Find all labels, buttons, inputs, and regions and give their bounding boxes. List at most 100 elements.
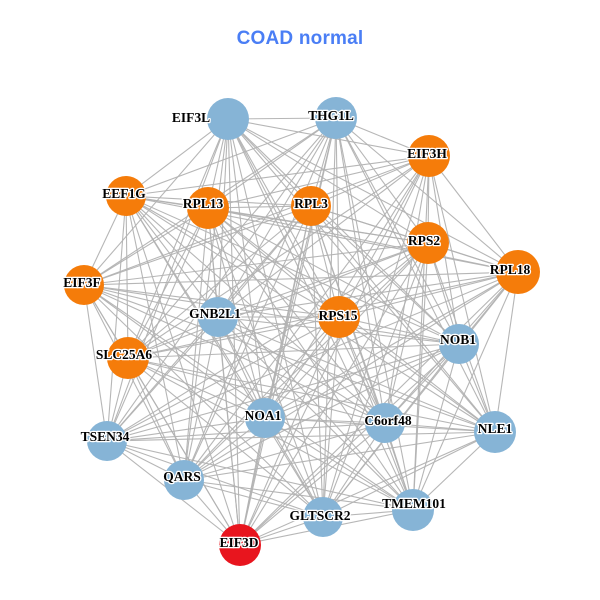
network-edge <box>338 271 519 318</box>
network-edge <box>335 117 386 424</box>
network-edge <box>83 284 219 318</box>
network-edge <box>183 343 460 481</box>
network-edge <box>125 195 496 433</box>
node-label-tsen34: TSEN34 <box>81 429 130 444</box>
network-edge <box>384 242 429 424</box>
network-node[interactable]: TMEM101 <box>381 489 447 531</box>
network-edge <box>217 316 241 546</box>
node-circle-qars[interactable] <box>164 460 204 500</box>
network-edge <box>207 207 519 273</box>
node-circle-noa1[interactable] <box>245 398 285 438</box>
network-edge <box>217 316 496 433</box>
network-edge <box>127 205 312 359</box>
node-circle-rpl13[interactable] <box>187 187 229 229</box>
node-circle-tsen34[interactable] <box>87 421 127 461</box>
network-node[interactable]: RPS2 <box>407 222 449 264</box>
node-label-gnb2l1: GNB2L1 <box>189 306 241 321</box>
network-node[interactable]: QARS <box>162 460 204 500</box>
network-edge <box>264 343 460 419</box>
network-edge <box>106 118 229 442</box>
network-edge <box>106 440 324 518</box>
network-edge <box>239 242 429 546</box>
node-circle-eef1g[interactable] <box>106 176 146 216</box>
network-edge <box>183 117 337 481</box>
network-edge <box>83 242 429 286</box>
network-edge <box>227 118 429 244</box>
network-node[interactable]: EEF1G <box>101 176 148 216</box>
network-edge <box>183 422 386 481</box>
network-edge <box>310 205 460 345</box>
node-circle-eif3l[interactable] <box>207 98 249 140</box>
node-circle-thg1l[interactable] <box>315 97 357 139</box>
page-title: COAD normal <box>236 28 364 49</box>
network-edge <box>207 207 386 424</box>
node-circle-eif3f[interactable] <box>64 265 104 305</box>
network-edge <box>384 155 430 424</box>
node-label-c6orf48: C6orf48 <box>364 413 411 428</box>
network-edge <box>127 357 496 433</box>
network-edge <box>83 284 496 433</box>
network-node[interactable]: EIF3H <box>406 135 450 177</box>
node-circle-eif3d[interactable] <box>219 524 261 566</box>
network-edge <box>239 431 496 546</box>
node-label-eif3d: EIF3D <box>219 535 258 550</box>
network-node[interactable]: GNB2L1 <box>188 297 242 337</box>
node-label-rpl18: RPL18 <box>490 262 531 277</box>
network-node[interactable]: RPL3 <box>291 186 331 226</box>
node-label-gltscr2: GLTSCR2 <box>289 508 350 523</box>
node-circle-gltscr2[interactable] <box>303 497 343 537</box>
node-label-eef1g: EEF1G <box>102 186 146 201</box>
network-edge <box>338 316 496 433</box>
network-node[interactable]: GLTSCR2 <box>288 497 352 537</box>
network-edge <box>217 242 429 318</box>
network-edge <box>106 343 460 442</box>
network-edge <box>227 118 241 546</box>
network-edge <box>83 205 312 286</box>
network-edge <box>183 431 496 481</box>
network-edge <box>335 117 460 345</box>
network-edge <box>83 284 266 419</box>
node-circle-eif3h[interactable] <box>408 135 450 177</box>
node-circle-rps15[interactable] <box>318 296 360 338</box>
node-label-rpl3: RPL3 <box>294 196 328 211</box>
node-label-rpl13: RPL13 <box>183 196 224 211</box>
network-edge <box>106 417 266 442</box>
network-node[interactable]: C6orf48 <box>363 403 413 443</box>
network-node[interactable]: TSEN34 <box>79 421 131 461</box>
network-edge <box>183 479 414 511</box>
network-edge <box>125 118 229 197</box>
node-circle-c6orf48[interactable] <box>365 403 405 443</box>
network-edge <box>183 118 229 481</box>
network-node[interactable]: SLC25A6 <box>95 337 154 379</box>
network-edge <box>310 155 430 207</box>
network-edge <box>207 207 324 518</box>
node-circle-tmem101[interactable] <box>392 489 434 531</box>
network-edge <box>125 155 430 197</box>
network-node[interactable]: EIF3F <box>62 265 104 305</box>
network-edge <box>106 431 496 442</box>
network-node[interactable]: NOA1 <box>243 398 285 438</box>
network-edge <box>239 155 430 546</box>
node-layer: EIF3L THG1L EIF3H EEF1G RPL13 RPL3RPS2RPL18EI… <box>62 97 540 566</box>
node-circle-nob1[interactable] <box>439 324 479 364</box>
node-circle-rpl18[interactable] <box>496 250 540 294</box>
node-circle-slc25a6[interactable] <box>107 337 149 379</box>
network-node[interactable]: NLE1 <box>474 411 516 453</box>
node-circle-nle1[interactable] <box>474 411 516 453</box>
network-node[interactable]: RPS15 <box>317 296 360 338</box>
network-node[interactable]: THG1L <box>307 97 357 139</box>
network-edge <box>227 118 519 273</box>
node-label-eif3f: EIF3F <box>63 275 101 290</box>
network-node[interactable]: EIF3D <box>218 524 261 566</box>
node-circle-rps2[interactable] <box>407 222 449 264</box>
network-node[interactable]: EIF3L <box>171 98 249 140</box>
network-edge <box>239 343 460 546</box>
node-label-qars: QARS <box>163 469 201 484</box>
network-node[interactable]: RPL18 <box>488 250 540 294</box>
node-circle-gnb2l1[interactable] <box>198 297 238 337</box>
node-label-noa1: NOA1 <box>245 408 282 423</box>
node-circle-rpl3[interactable] <box>291 186 331 226</box>
network-node[interactable]: RPL13 <box>181 187 229 229</box>
network-edge <box>106 207 209 442</box>
network-node[interactable]: NOB1 <box>439 324 479 364</box>
